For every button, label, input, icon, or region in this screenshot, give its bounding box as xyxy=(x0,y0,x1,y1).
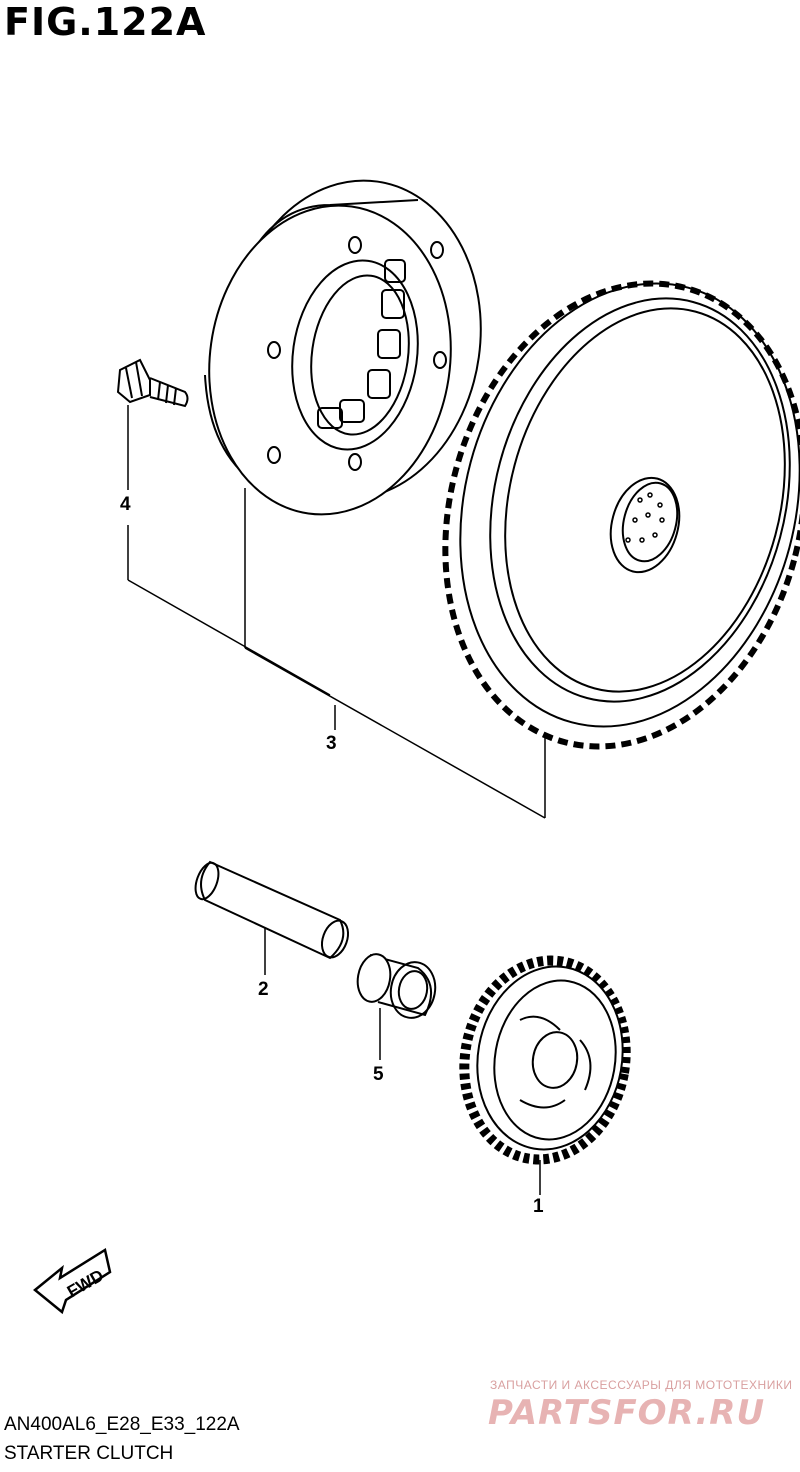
starter-driven-gear xyxy=(459,955,631,1165)
callout-part-5: 5 xyxy=(373,1064,384,1085)
watermark-tagline: ЗАПЧАСТИ И АКСЕССУАРЫ ДЛЯ МОТОТЕХНИКИ xyxy=(490,1378,793,1392)
one-way-clutch-housing xyxy=(204,179,482,516)
leader-lines xyxy=(127,405,546,1195)
bolt xyxy=(116,358,189,408)
starter-ring-gear xyxy=(442,280,800,750)
figure-caption: STARTER CLUTCH xyxy=(4,1443,174,1464)
bushing xyxy=(356,953,437,1019)
callout-part-3: 3 xyxy=(326,733,337,754)
callout-part-1: 1 xyxy=(533,1196,544,1217)
callout-part-4: 4 xyxy=(120,494,131,515)
watermark-logo: PARTSFOR.RU xyxy=(488,1393,766,1433)
shaft xyxy=(194,860,350,960)
figure-code: AN400AL6_E28_E33_122A xyxy=(4,1414,240,1435)
fwd-arrow-icon xyxy=(33,1248,112,1315)
figure-title: FIG.122A xyxy=(4,0,207,44)
callout-part-2: 2 xyxy=(258,979,269,1000)
